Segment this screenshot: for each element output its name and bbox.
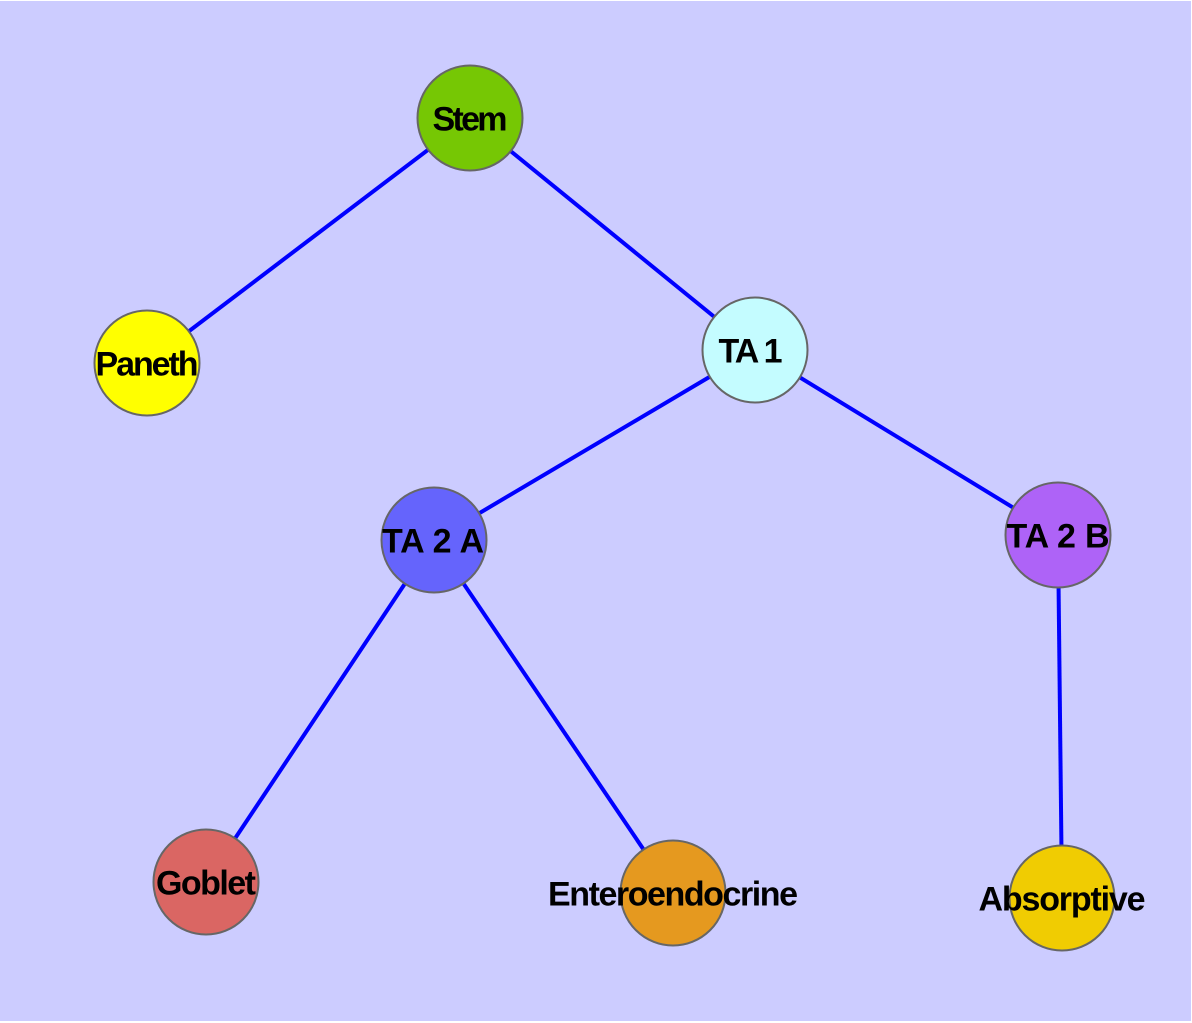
svg-text:Enteroendocrine: Enteroendocrine [548,876,798,914]
svg-text:Goblet: Goblet [156,865,256,903]
svg-text:TA 2 A: TA 2 A [382,523,484,561]
svg-text:Absorptive: Absorptive [979,881,1146,919]
svg-text:TA 1: TA 1 [719,333,783,371]
svg-text:Stem: Stem [433,101,508,139]
svg-text:Paneth: Paneth [96,346,199,384]
svg-text:TA 2 B: TA 2 B [1007,518,1110,556]
